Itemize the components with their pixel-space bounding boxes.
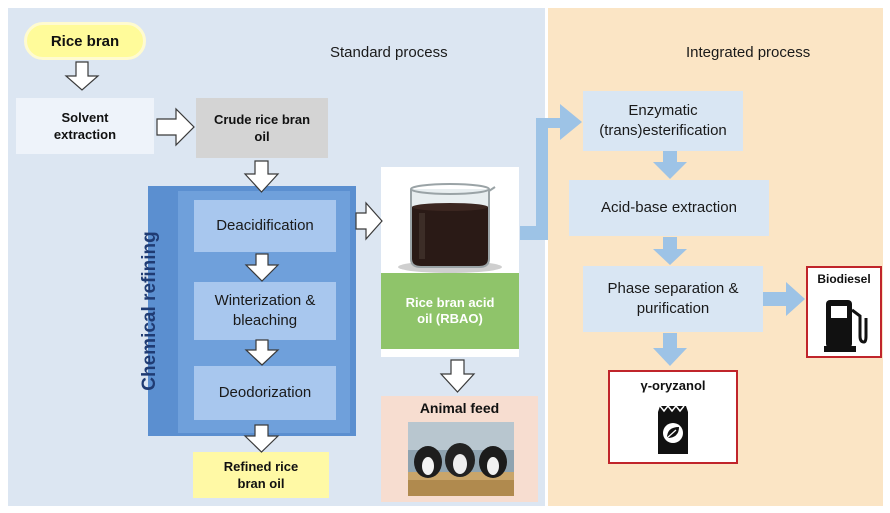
arrow-enzymatic-to-acidbase	[653, 151, 687, 179]
rice-bran-node: Rice bran	[24, 22, 146, 60]
fuel-pump-icon	[824, 300, 868, 352]
rbao-node: Rice bran acid oil (RBAO)	[381, 273, 519, 349]
arrow-deodor-to-refined	[243, 424, 280, 453]
deodorization-step: Deodorization	[194, 366, 336, 420]
arrow-phase-to-oryzanol	[653, 333, 687, 366]
arrow-acidbase-to-phase	[653, 237, 687, 265]
biodiesel-product: Biodiesel	[806, 266, 882, 358]
arrow-solvent-to-crude	[156, 107, 195, 147]
arrow-phase-to-biodiesel	[763, 282, 805, 316]
integrated-process-heading: Integrated process	[686, 44, 811, 61]
winterization-bleaching-step: Winterization & bleaching	[194, 282, 336, 340]
refined-rice-bran-oil-node: Refined rice bran oil	[193, 452, 329, 498]
oryzanol-label: γ-oryzanol	[640, 378, 706, 393]
animal-feed-label: Animal feed	[419, 400, 500, 416]
deacidification-step: Deacidification	[194, 200, 336, 252]
arrow-winter-to-deodor	[244, 339, 280, 366]
arrow-rbao-to-enzymatic	[520, 104, 582, 240]
crude-rice-bran-oil-node: Crude rice bran oil	[196, 98, 328, 158]
acid-base-extraction-step: Acid-base extraction	[569, 180, 769, 236]
animal-feed-photo	[408, 422, 514, 496]
beaker-icon	[398, 183, 502, 273]
standard-process-heading: Standard process	[330, 44, 448, 61]
solvent-extraction-node: Solvent extraction	[16, 98, 154, 154]
arrow-ricebran-to-solvent	[64, 61, 100, 91]
phase-separation-purification-step: Phase separation & purification	[583, 266, 763, 332]
enzymatic-transesterification-step: Enzymatic (trans)esterification	[583, 91, 743, 151]
arrow-refining-to-rbao	[355, 201, 383, 241]
biodiesel-label: Biodiesel	[817, 272, 871, 286]
arrow-rbao-to-feed	[439, 359, 476, 393]
supplement-bag-icon	[658, 404, 688, 454]
oryzanol-product: γ-oryzanol	[608, 370, 738, 464]
arrow-deacid-to-winter	[244, 253, 280, 282]
arrow-crude-to-refining	[243, 160, 280, 193]
